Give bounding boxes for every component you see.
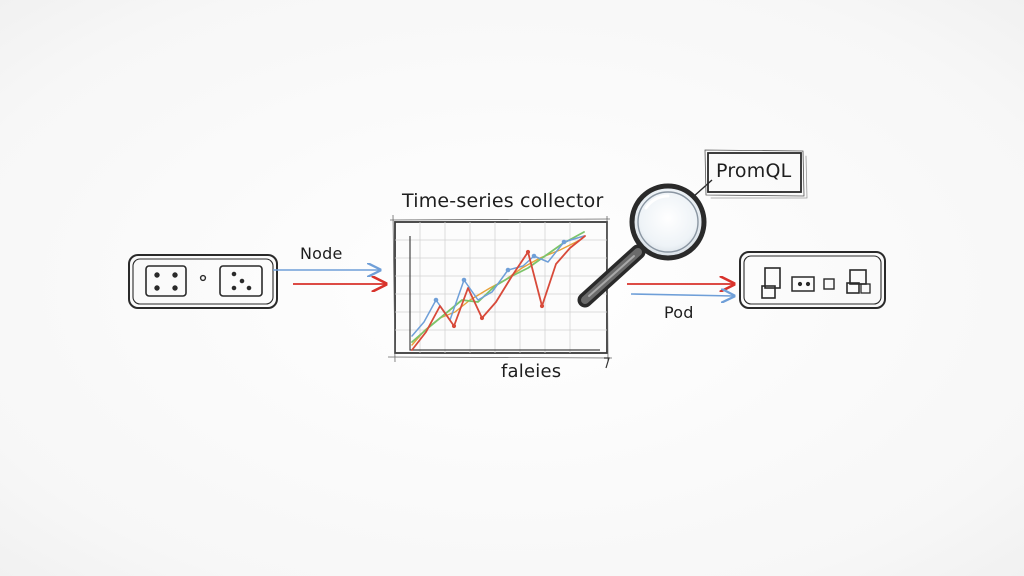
promql-box: [704, 149, 808, 199]
pod-arrows: [627, 284, 734, 296]
node-arrows: [273, 270, 386, 284]
source-device-icon: [128, 254, 278, 309]
target-device-icon: [739, 251, 886, 309]
series-green: [411, 231, 585, 343]
chart-caption: faleies: [501, 361, 562, 382]
magnifying-glass-icon: [577, 183, 707, 308]
collector-chart-frame: [387, 214, 613, 369]
series-red: [411, 235, 586, 351]
node-label: Node: [300, 244, 343, 263]
query-connector: [692, 179, 713, 198]
promql-label: PromQL: [716, 160, 792, 182]
collector-title: Time-series collector: [402, 190, 604, 212]
chart-series: [411, 231, 586, 351]
pod-label: Pod: [664, 303, 694, 322]
